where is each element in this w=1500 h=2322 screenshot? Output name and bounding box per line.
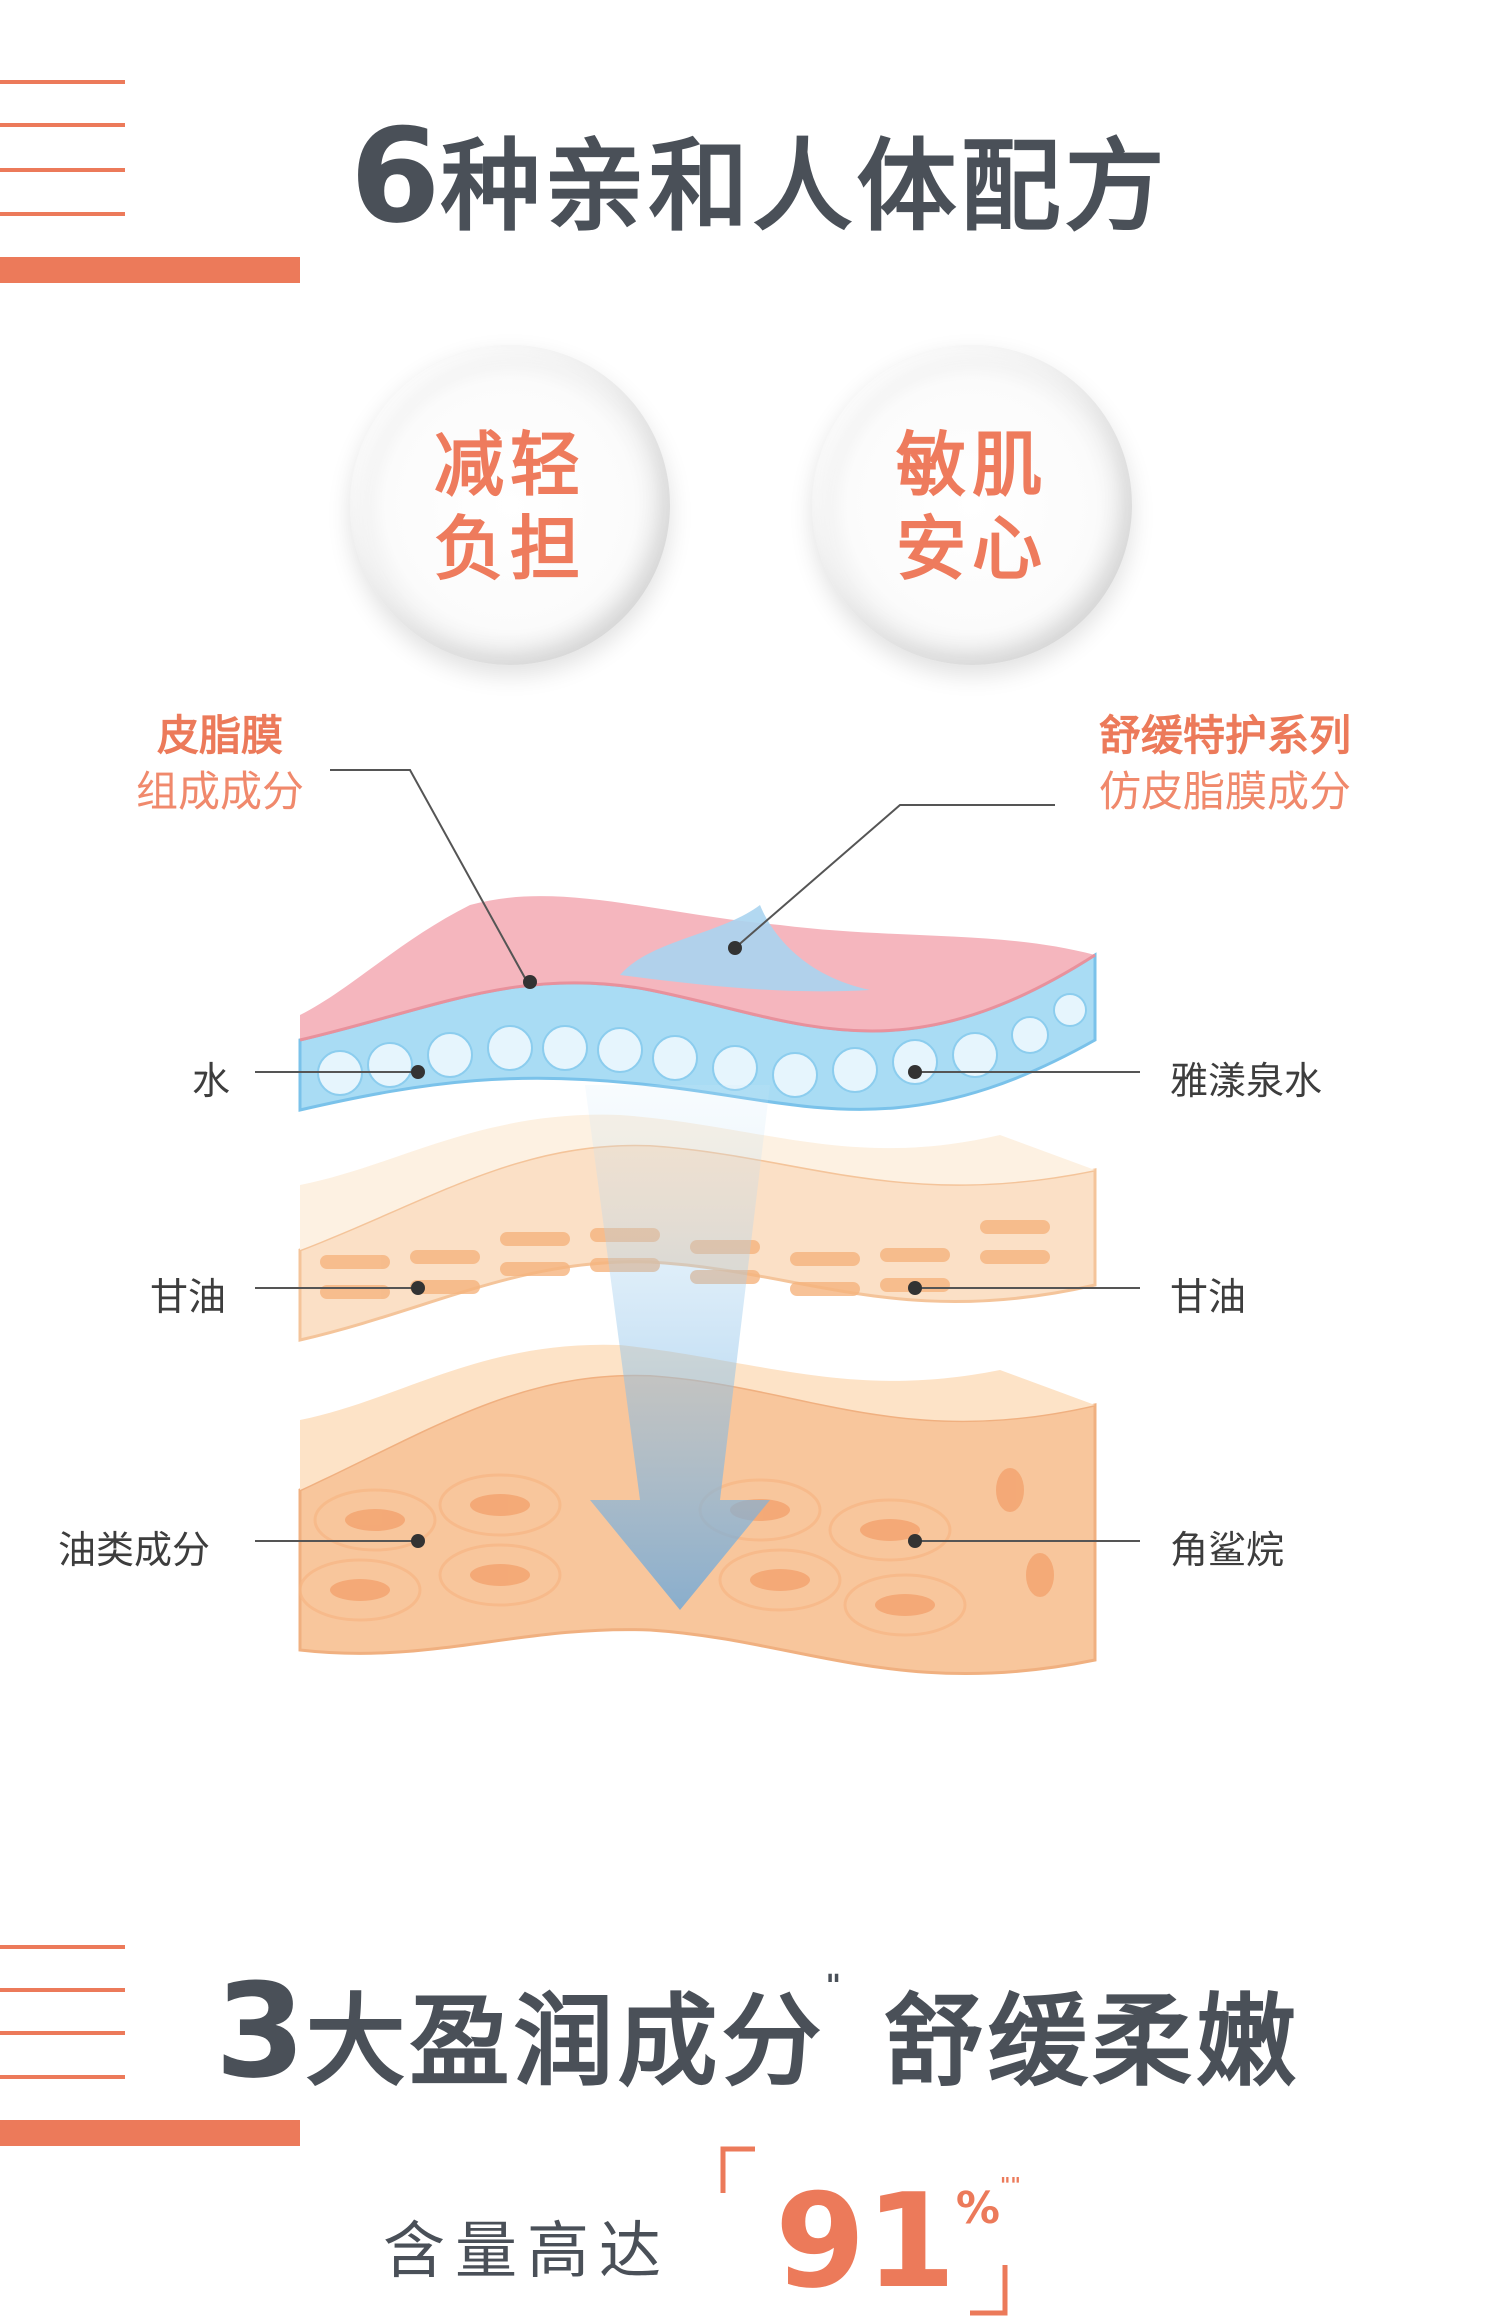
skin-layers-illustration (255, 769, 1140, 1676)
decorative-stripes-top (0, 80, 300, 283)
footnote-mark: "" (1000, 2173, 1021, 2197)
label-water: 水 (192, 1059, 231, 1103)
callout-soothing-series: 舒缓特护系列 仿皮脂膜成分 (1075, 708, 1375, 820)
label-glycerin-left: 甘油 (150, 1275, 227, 1319)
callout-bold: 皮脂膜 (156, 711, 283, 760)
title-text: 种亲和人体配方 (440, 128, 1169, 245)
section2-title: 3大盈润成分" 舒缓柔嫩 (215, 1955, 1300, 2107)
callout-bold: 舒缓特护系列 (1098, 711, 1351, 760)
label-avene-water: 雅漾泉水 (1170, 1059, 1323, 1103)
title-text-2: 舒缓柔嫩 (883, 1983, 1300, 2100)
label-oil-ingredients: 油类成分 (58, 1528, 211, 1572)
percent-symbol: % (955, 2183, 1001, 2234)
callout-normal: 仿皮脂膜成分 (1098, 767, 1351, 816)
badge-line1: 减轻 (434, 424, 586, 506)
content-text: 含量高达 (383, 2214, 672, 2287)
title-text: 大盈润成分 (305, 1983, 826, 2100)
badge-line2: 安心 (896, 508, 1048, 590)
label-glycerin-right: 甘油 (1170, 1275, 1247, 1319)
callout-sebum-film: 皮脂膜 组成成分 (125, 708, 315, 820)
quote-brackets (720, 2146, 1008, 2316)
percent-value: 91%"" (775, 2165, 1021, 2317)
title-number: 6 (350, 100, 441, 252)
badge-line2: 负担 (434, 508, 586, 590)
section1-title: 6种亲和人体配方 (350, 100, 1168, 252)
water-layer (298, 952, 1097, 1112)
title-number: 3 (215, 1955, 306, 2107)
penetration-arrow (585, 1085, 770, 1610)
footnote-mark: " (825, 1969, 846, 2004)
label-squalane: 角鲨烷 (1170, 1528, 1285, 1572)
callout-normal: 组成成分 (135, 767, 304, 816)
decorative-stripes-bottom (0, 1945, 300, 2146)
percent-number: 91 (775, 2165, 956, 2317)
badge-sensitive-skin: 敏肌 安心 (812, 345, 1132, 665)
badge-reduce-burden: 减轻 负担 (350, 345, 670, 665)
badge-line1: 敏肌 (896, 424, 1048, 506)
